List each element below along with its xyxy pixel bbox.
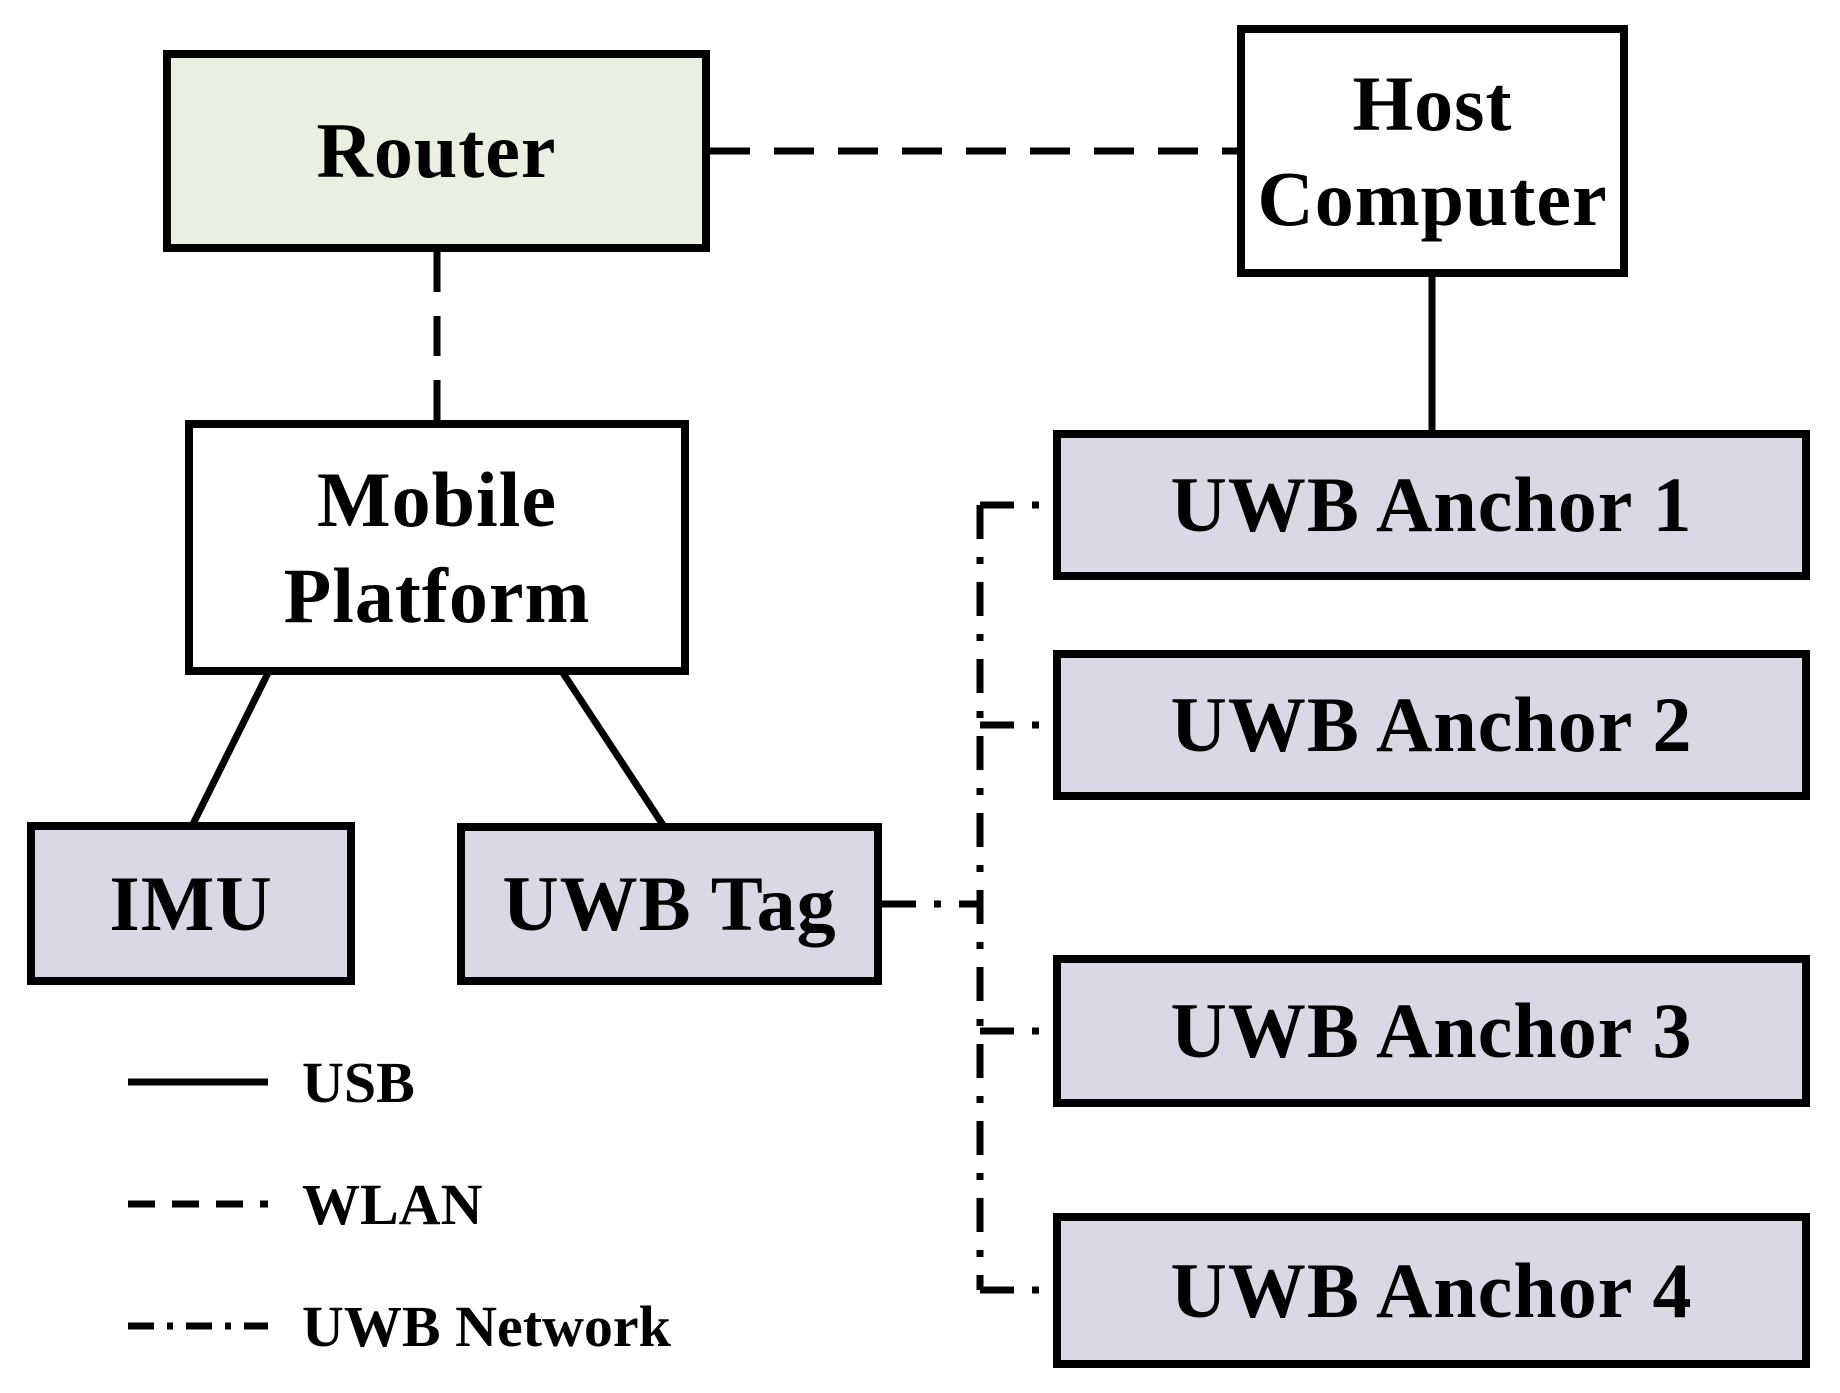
node-router: Router bbox=[163, 50, 710, 252]
usb-line-mobile-imu bbox=[189, 671, 272, 826]
node-uwb-anchor-1: UWB Anchor 1 bbox=[1053, 430, 1810, 580]
node-uwb-anchor-3: UWB Anchor 3 bbox=[1053, 955, 1810, 1107]
node-uwb-anchor-4: UWB Anchor 4 bbox=[1053, 1213, 1810, 1368]
legend-label-usb: USB bbox=[302, 1049, 415, 1115]
usb-solid-line-sample bbox=[128, 1078, 268, 1086]
node-imu: IMU bbox=[27, 822, 355, 985]
legend: USB WLAN UWB Network bbox=[128, 1047, 671, 1393]
legend-row-wlan: WLAN bbox=[128, 1169, 671, 1239]
usb-line-mobile-uwbtag bbox=[560, 671, 666, 827]
node-mobile-platform: Mobile Platform bbox=[185, 420, 689, 675]
node-host-computer: Host Computer bbox=[1237, 25, 1628, 277]
node-uwb-tag: UWB Tag bbox=[457, 823, 882, 985]
legend-label-wlan: WLAN bbox=[302, 1171, 483, 1237]
node-uwb-anchor-2: UWB Anchor 2 bbox=[1053, 650, 1810, 800]
wlan-dashed-line-sample bbox=[128, 1200, 268, 1208]
legend-row-uwb-network: UWB Network bbox=[128, 1291, 671, 1361]
legend-label-uwb-network: UWB Network bbox=[302, 1293, 671, 1359]
uwb-network-dashdot-line-sample bbox=[128, 1322, 268, 1330]
legend-row-usb: USB bbox=[128, 1047, 671, 1117]
